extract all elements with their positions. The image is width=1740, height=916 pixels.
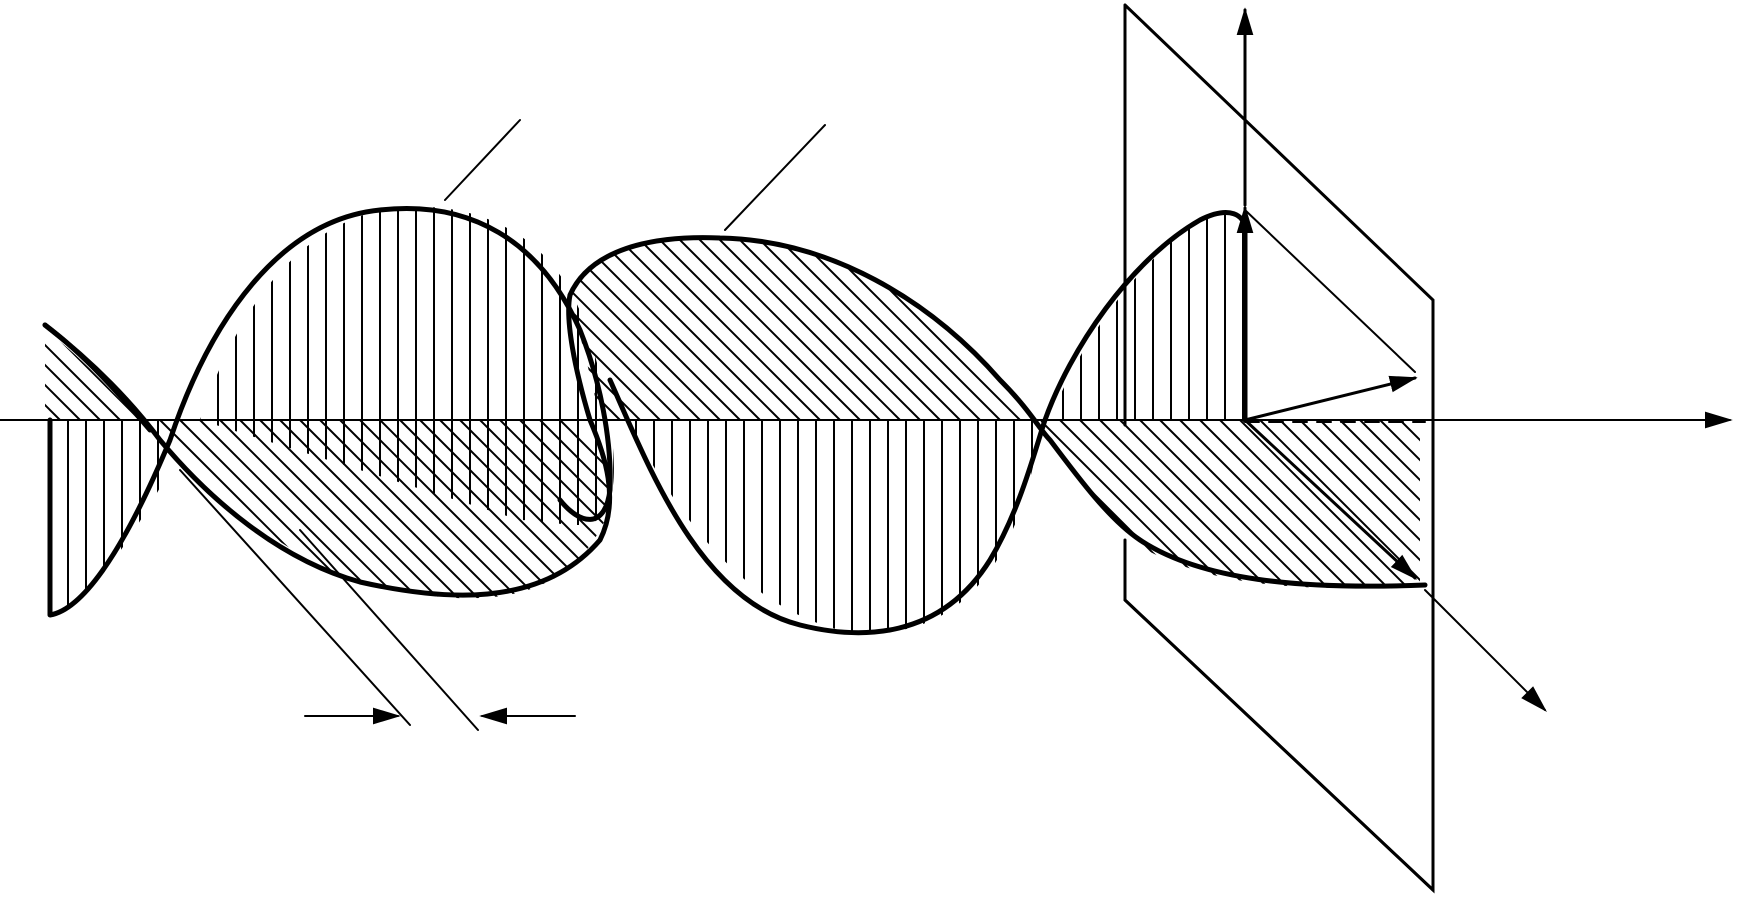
hatch-line: [559, 420, 609, 599]
hatch-line: [749, 237, 941, 420]
hatch-line: [1040, 420, 1221, 588]
vertical-hatch-set: [617, 420, 1033, 633]
horizontal-field-vector: [1243, 418, 1418, 580]
hatch-line: [1040, 420, 1201, 588]
hatch-line: [1279, 420, 1420, 588]
hatch-line: [889, 237, 1040, 420]
hatch-line: [570, 237, 681, 420]
hatch-line: [1259, 420, 1420, 588]
hatch-line: [570, 237, 661, 420]
hatch-line: [279, 420, 481, 599]
hatch-line: [1159, 420, 1341, 588]
vertical-hatch-set: [1062, 211, 1244, 420]
hatch-line: [1339, 420, 1420, 588]
hatch-line: [0, 320, 40, 420]
hatch-line: [620, 420, 820, 620]
hatch-line: [570, 237, 641, 420]
hatch-line: [570, 237, 581, 420]
hatch-line: [0, 420, 140, 620]
hatch-line: [570, 237, 721, 420]
hatch-line: [1139, 420, 1321, 588]
dimension-extension-right: [299, 529, 479, 731]
hatch-line: [339, 420, 541, 599]
hatch-line: [259, 420, 461, 599]
hatch-line: [789, 237, 981, 420]
hatch-line: [1359, 420, 1420, 588]
hatch-line: [239, 420, 441, 599]
hatch-line: [45, 330, 81, 420]
hatch-line: [299, 420, 501, 599]
hatch-line: [1319, 420, 1420, 588]
hatch-line: [139, 330, 140, 420]
hatch-line: [1079, 420, 1261, 588]
hatch-line: [1419, 420, 1420, 588]
hatch-line: [829, 237, 1021, 420]
hatch-line: [539, 420, 609, 599]
horizontal-wave-outline: [42, 235, 1428, 598]
hatch-line: [1040, 420, 1161, 588]
hatch-line: [1399, 420, 1420, 588]
vertical-hatch-set: [50, 420, 159, 615]
leader-line-horizontal-wave: [724, 124, 826, 231]
hatch-line: [589, 237, 781, 420]
vertical-wave-left-tail: [42, 322, 153, 433]
hatch-line: [160, 320, 260, 420]
hatch-line: [459, 420, 609, 599]
vertical-hatch-set: [200, 206, 614, 525]
hatch-line: [45, 330, 121, 420]
polarization-plane-rear-edge: [1123, 598, 1435, 892]
hatch-line: [909, 237, 1040, 420]
hatch-line: [1099, 420, 1281, 588]
hatch-line: [769, 237, 961, 420]
hatch-line: [969, 237, 1040, 420]
hatch-line: [570, 237, 701, 420]
hatch-line: [59, 330, 140, 420]
hatch-line: [150, 420, 161, 599]
hatch-line: [1040, 420, 1121, 588]
hatch-line: [1239, 420, 1420, 588]
hatch-line: [709, 237, 901, 420]
hatch-line: [519, 420, 609, 599]
horizontal-wave-hatching: [0, 237, 1420, 620]
hatch-line: [809, 237, 1001, 420]
hatch-line: [609, 237, 801, 420]
horizontal-axis-arrow: [1424, 589, 1547, 712]
hatch-line: [499, 420, 609, 599]
dimension-extension-left: [179, 469, 411, 726]
hatch-line: [689, 237, 881, 420]
hatch-line: [629, 237, 821, 420]
hatch-line: [1040, 420, 1141, 588]
hatch-line: [319, 420, 521, 599]
hatch-line: [479, 420, 609, 599]
hatch-line: [649, 237, 841, 420]
hatch-line: [669, 237, 861, 420]
hatch-line: [1040, 420, 1181, 588]
hatch-line: [1040, 420, 1101, 588]
hatch-line: [45, 330, 101, 420]
resultant-field-vector: [1243, 375, 1418, 422]
hatch-line: [1119, 420, 1301, 588]
hatch-line: [599, 420, 609, 599]
hatch-line: [119, 330, 140, 420]
hatch-line: [1219, 420, 1401, 588]
hatch-line: [949, 237, 1040, 420]
leader-line-vertical-wave: [444, 119, 521, 201]
hatch-line: [729, 237, 921, 420]
plane-diagonal: [1244, 209, 1416, 373]
hatch-line: [869, 237, 1040, 420]
hatch-line: [1179, 420, 1361, 588]
hatch-line: [1199, 420, 1381, 588]
hatch-line: [1379, 420, 1420, 588]
hatch-line: [1299, 420, 1420, 588]
